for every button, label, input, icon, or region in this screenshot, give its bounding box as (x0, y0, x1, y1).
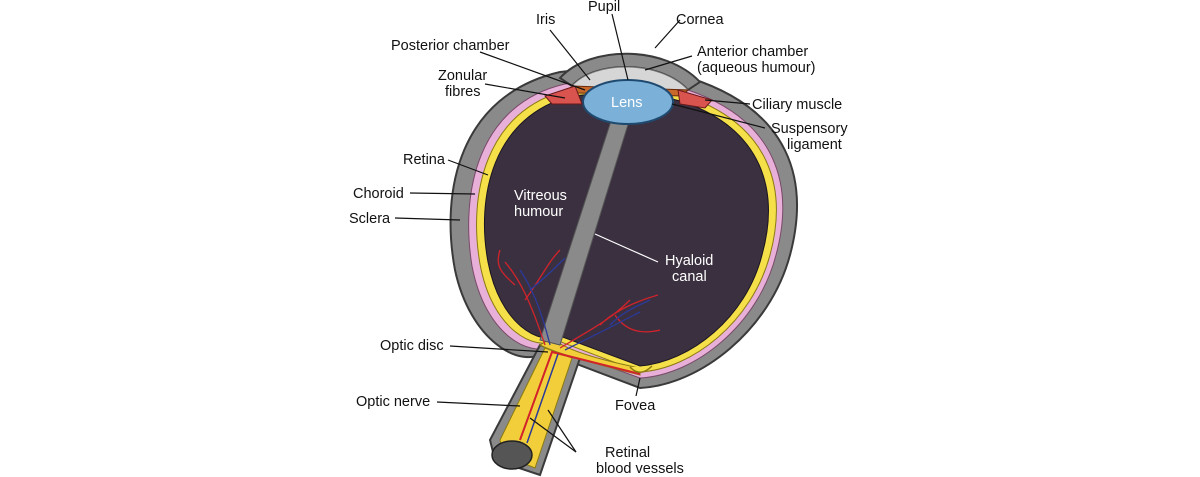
label-hyaloid-2: canal (672, 269, 707, 285)
ciliary-muscle-right (677, 89, 713, 109)
leader-sclera (394, 217, 461, 221)
leader-posterior-chamber (479, 51, 586, 91)
leader-choroid (409, 192, 476, 195)
leader-pupil (611, 13, 629, 81)
leader-retinal-vessels-1 (529, 417, 577, 453)
label-retina: Retina (403, 152, 446, 168)
retinal-vessels (497, 249, 661, 351)
leader-suspensory-ligament (671, 103, 766, 129)
label-zonular-1: Zonular (438, 68, 487, 84)
label-vitreous-1: Vitreous (514, 188, 567, 204)
leader-optic-nerve (436, 401, 521, 407)
label-hyaloid-1: Hyaloid (665, 253, 713, 269)
leader-cornea (654, 19, 681, 49)
anterior-segment (544, 52, 713, 125)
label-anterior-chamber-2: (aqueous humour) (697, 60, 816, 76)
eyeball (449, 67, 798, 390)
leader-retinal-vessels-2 (547, 409, 577, 453)
label-retinal-vessels-2: blood vessels (596, 461, 684, 477)
leader-fovea (635, 377, 641, 397)
label-sclera: Sclera (349, 211, 391, 227)
nerve-vein (526, 353, 559, 444)
label-lens: Lens (611, 95, 642, 111)
label-pupil: Pupil (588, 0, 620, 15)
label-optic-disc: Optic disc (380, 338, 444, 354)
leader-iris (549, 29, 591, 81)
fovea-pit (629, 365, 653, 373)
labels: Pupil Iris Cornea Posterior chamber Ante… (349, 0, 848, 477)
vessel-vein-left (519, 257, 566, 346)
leader-anterior-chamber (644, 55, 693, 71)
leader-zonular-fibres (484, 83, 566, 99)
label-zonular-2: fibres (445, 84, 480, 100)
label-iris: Iris (536, 12, 555, 28)
label-fovea: Fovea (615, 398, 656, 414)
vessel-vein-right (564, 299, 651, 351)
label-posterior-chamber: Posterior chamber (391, 38, 510, 54)
label-anterior-chamber-1: Anterior chamber (697, 44, 808, 60)
vessel-artery-left (497, 249, 561, 346)
label-cornea: Cornea (676, 12, 724, 28)
leader-hyaloid-canal (594, 233, 659, 263)
optic-nerve-cut (491, 440, 533, 470)
label-choroid: Choroid (353, 186, 404, 202)
label-suspensory-1: Suspensory (771, 121, 848, 137)
optic-nerve-shape (488, 337, 641, 477)
leader-retina (447, 159, 489, 176)
label-suspensory-2: ligament (787, 137, 842, 153)
leader-lines (394, 13, 766, 453)
leader-ciliary-muscle (704, 99, 751, 105)
nerve-artery (519, 350, 641, 441)
leader-optic-disc (449, 345, 549, 353)
label-vitreous-2: humour (514, 204, 563, 220)
label-optic-nerve: Optic nerve (356, 394, 430, 410)
label-retinal-vessels-1: Retinal (605, 445, 650, 461)
ciliary-muscle-left (544, 85, 583, 105)
label-ciliary-muscle: Ciliary muscle (752, 97, 842, 113)
